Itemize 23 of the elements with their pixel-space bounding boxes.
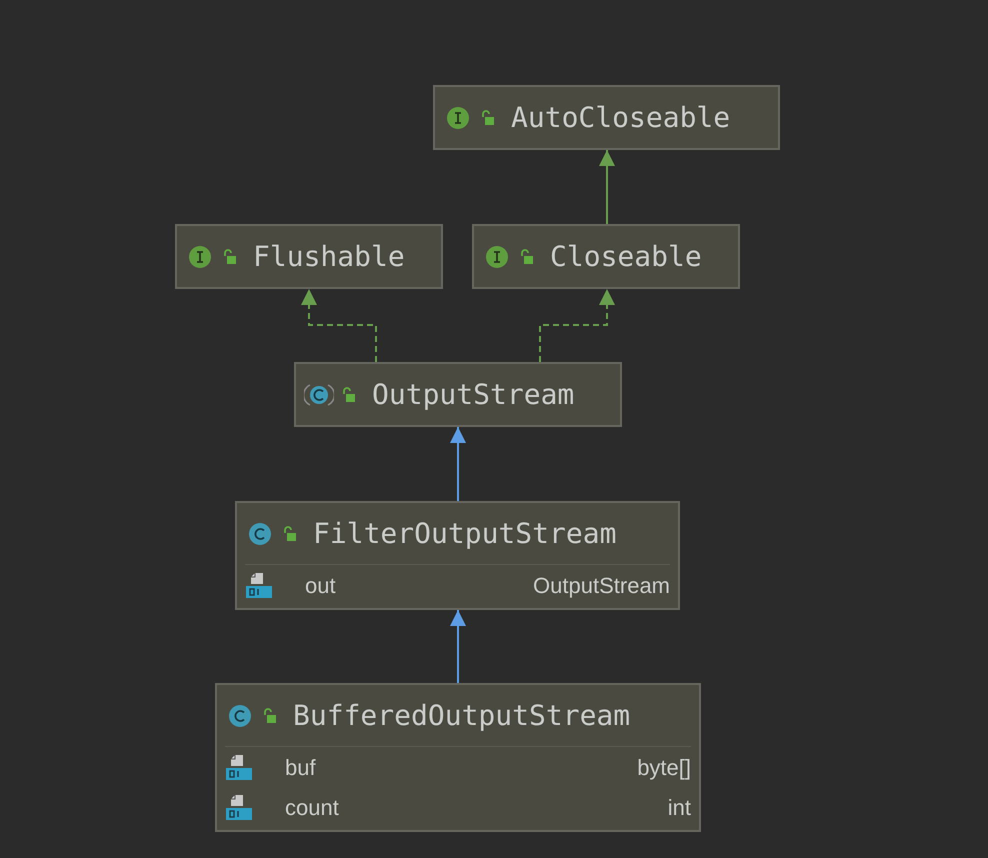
class-name: Closeable — [550, 238, 702, 274]
class-name: Flushable — [253, 238, 405, 274]
class-name: AutoCloseable — [511, 100, 730, 136]
field-type: int — [668, 794, 691, 822]
class-name: OutputStream — [372, 376, 574, 412]
class-box — [175, 224, 443, 289]
class-box — [433, 85, 780, 150]
class-box — [235, 501, 680, 610]
inheritance-arrow — [450, 427, 466, 501]
inheritance-arrow — [450, 610, 466, 683]
field-type: byte[] — [637, 754, 691, 782]
field-name: buf — [285, 754, 316, 782]
class-name: FilterOutputStream — [313, 516, 616, 552]
inheritance-arrow — [599, 150, 615, 224]
class-name: BufferedOutputStream — [293, 698, 630, 734]
class-box — [294, 362, 622, 427]
class-box — [472, 224, 740, 289]
class-box — [215, 683, 701, 832]
inheritance-arrow — [301, 289, 377, 362]
field-name: out — [305, 572, 336, 600]
field-name: count — [285, 794, 339, 822]
inheritance-arrow — [539, 289, 615, 362]
field-type: OutputStream — [533, 572, 670, 600]
